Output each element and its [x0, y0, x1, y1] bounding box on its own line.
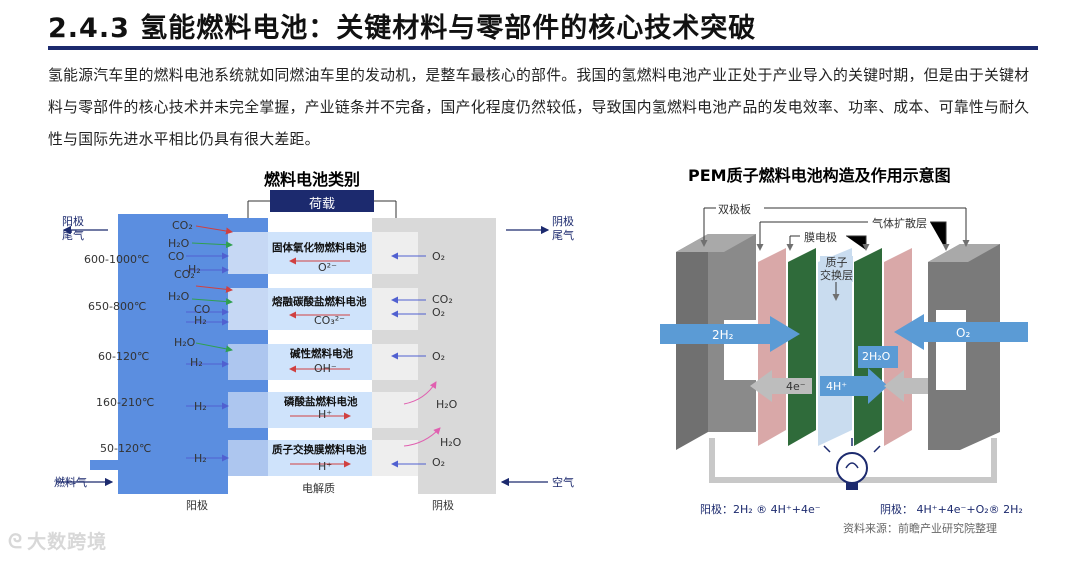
species: H₂O	[174, 336, 196, 349]
row-name: 磷酸盐燃料电池	[284, 396, 358, 408]
species: H₂	[188, 263, 201, 276]
row-name: 质子交换膜燃料电池	[272, 444, 367, 456]
row-ion: CO₃²⁻	[314, 314, 345, 327]
right-figure-title: PEM质子燃料电池构造及作用示意图	[688, 166, 951, 185]
row-ion: OH⁻	[314, 362, 337, 375]
row-ion: O²⁻	[318, 261, 337, 274]
row-name: 碱性燃料电池	[290, 348, 353, 360]
species: H₂O	[168, 290, 190, 303]
membrane-electrode-label: 膜电极	[804, 231, 837, 244]
air-in-label: 空气	[552, 476, 574, 489]
load-box	[270, 190, 374, 212]
row-temp: 60-120℃	[98, 350, 150, 363]
cathode-exhaust-label: 阴极 尾气	[552, 215, 574, 242]
species: H₂	[190, 356, 203, 369]
protons-label: 4H⁺	[826, 380, 848, 393]
title-rule	[48, 46, 1038, 50]
row-name: 固体氧化物燃料电池	[272, 242, 367, 254]
electrons-label: 4e⁻	[786, 380, 806, 393]
left-figure-title: 燃料电池类别	[264, 170, 361, 189]
species: O₂	[432, 350, 446, 363]
species: CO	[168, 250, 185, 263]
row-ion: H⁺	[318, 408, 333, 421]
electrolyte-label: 电解质	[302, 482, 335, 495]
o2-label: O₂	[956, 326, 971, 340]
bipolar-plate-label: 双极板	[718, 203, 751, 216]
anode-label: 阳极	[186, 499, 208, 512]
cathode-equation: 阴极： 4H⁺+4e⁻+O₂® 2H₂	[880, 503, 1023, 516]
species: O₂	[432, 306, 446, 319]
species: CO₂	[172, 219, 193, 232]
proton-exchange-label: 质子 交换层	[820, 256, 853, 282]
species: H₂O	[168, 237, 190, 250]
source-note: 资料来源：前瞻产业研究院整理	[843, 522, 997, 535]
page-title: 2.4.3 氢能燃料电池：关键材料与零部件的核心技术突破	[48, 13, 757, 44]
cathode-label: 阴极	[432, 499, 454, 512]
h2-label: 2H₂	[712, 328, 734, 342]
species: O₂	[432, 456, 446, 469]
species: O₂	[432, 250, 446, 263]
intro-paragraph: 氢能源汽车里的燃料电池系统就如同燃油车里的发动机，是整车最核心的部件。我国的氢燃…	[48, 67, 1030, 148]
species: H₂O	[440, 436, 462, 449]
species: H₂O	[436, 398, 458, 411]
row-temp: 600-1000℃	[84, 253, 150, 266]
fuel-in-label: 燃料气	[54, 476, 87, 489]
anode-exhaust-label: 阳极 尾气	[62, 215, 84, 242]
anode-equation: 阳极：2H₂ ® 4H⁺+4e⁻	[700, 503, 821, 516]
watermark-logo-icon: ᘓ	[8, 529, 24, 553]
species: CO	[194, 303, 211, 316]
row-temp: 50-120℃	[100, 442, 152, 455]
row-name: 熔融碳酸盐燃料电池	[272, 296, 367, 308]
species: H₂	[194, 452, 207, 465]
species: CO₂	[432, 293, 453, 306]
gas-diffusion-label: 气体扩散层	[872, 217, 927, 230]
row-temp: 650-800℃	[88, 300, 147, 313]
light-bulb-icon	[836, 452, 868, 484]
h2o-label: 2H₂O	[862, 350, 891, 363]
load-label: 荷载	[308, 197, 335, 212]
species: H₂	[194, 314, 207, 327]
species: CO₂	[174, 268, 195, 281]
row-temp: 160-210℃	[96, 396, 155, 409]
row-ion: H⁺	[318, 460, 333, 473]
species: H₂	[194, 400, 207, 413]
